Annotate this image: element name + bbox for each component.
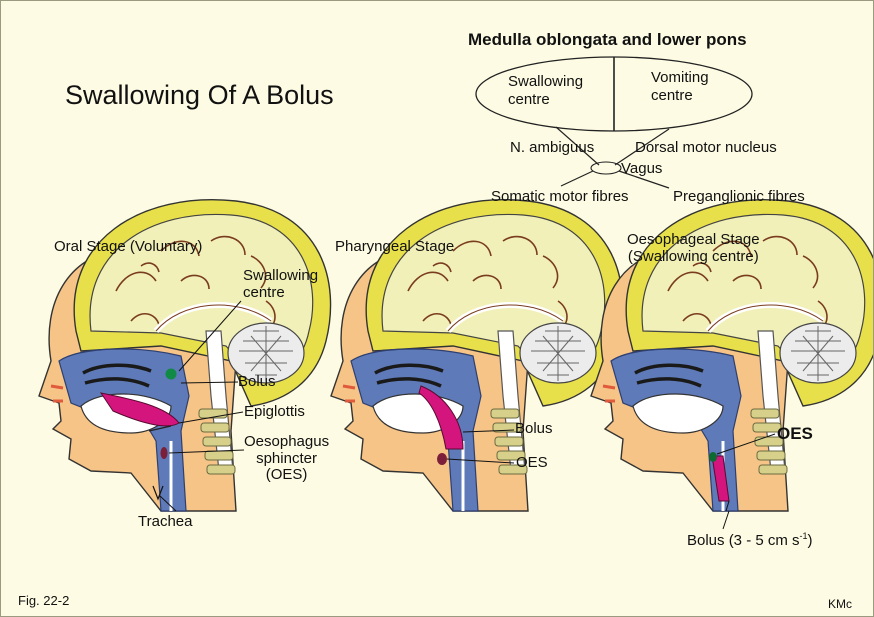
oral-bolus-label: Bolus	[238, 374, 276, 390]
n-ambiguus-label: N. ambiguus	[510, 140, 594, 156]
pharyngeal-oes-marker	[437, 453, 447, 465]
bolus-speed-label: Bolus (3 - 5 cm s-1)	[687, 532, 813, 549]
oral-stage-title: Oral Stage (Voluntary)	[54, 239, 202, 255]
dorsal-motor-nucleus-label: Dorsal motor nucleus	[635, 140, 777, 156]
oesophageal-oes-marker	[709, 452, 717, 462]
swallowing-centre-dot	[166, 369, 177, 380]
preganglionic-fibres-label: Preganglionic fibres	[673, 189, 805, 205]
epiglottis-label: Epiglottis	[244, 404, 305, 420]
somatic-fibre-line	[561, 171, 593, 186]
brainstem-heading: Medulla oblongata and lower pons	[468, 31, 747, 49]
diagram-title: Swallowing Of A Bolus	[65, 81, 334, 109]
somatic-motor-fibres-label: Somatic motor fibres	[491, 189, 629, 205]
author-credit: KMc	[828, 598, 852, 611]
pharyngeal-bolus-label: Bolus	[515, 421, 553, 437]
oesophageal-oes-label: OES	[777, 425, 813, 443]
oral-swallowing-centre-label: Swallowing centre	[243, 267, 318, 302]
swallowing-centre-label: Swallowing centre	[508, 73, 583, 109]
pharyngeal-stage-title: Pharyngeal Stage	[335, 239, 454, 255]
trachea-label: Trachea	[138, 514, 192, 530]
oes-full-label: Oesophagus sphincter (OES)	[244, 434, 329, 484]
pharyngeal-oes-label: OES	[516, 455, 548, 471]
oral-oes-marker	[161, 447, 168, 459]
vagus-label: Vagus	[621, 161, 662, 177]
bolus-speed-exponent: -1	[800, 531, 808, 541]
vomiting-centre-label: Vomiting centre	[651, 69, 709, 105]
oesophageal-stage-title: Oesophageal Stage (Swallowing centre)	[627, 231, 760, 266]
figure-number: Fig. 22-2	[18, 594, 69, 608]
